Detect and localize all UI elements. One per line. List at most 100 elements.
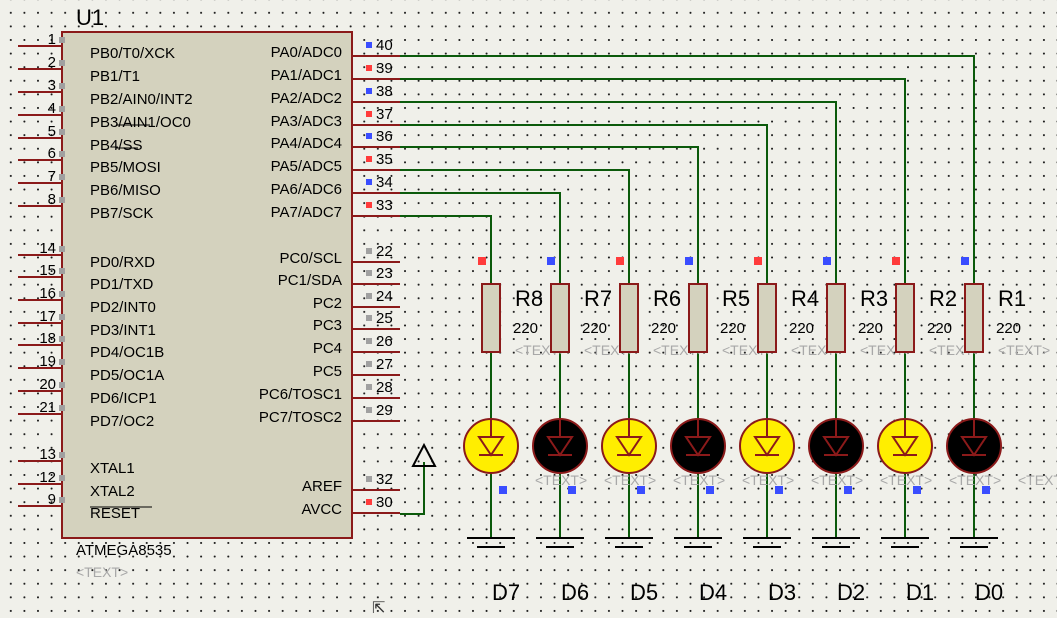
pin-number: 27 [376,356,393,373]
pin-state-indicator [366,315,372,321]
pin-state-indicator [366,42,372,48]
pin-name: PA5/ADC5 [271,158,342,175]
resistor-body[interactable] [964,283,984,353]
terminal-state-indicator [616,257,624,265]
pin-number: 35 [376,151,393,168]
resistor-body[interactable] [619,283,639,353]
pin-state-indicator [366,88,372,94]
mouse-cursor-icon: ⇱ [372,600,386,617]
bus-wire [400,215,492,284]
terminal-state-indicator [775,486,783,494]
led-ref: D6 [561,580,589,605]
avcc-wire [400,462,425,515]
pin-number: 8 [48,191,56,208]
resistor-body[interactable] [688,283,708,353]
pin-state-indicator [366,248,372,254]
pin-state-indicator [366,338,372,344]
pin-number: 33 [376,197,393,214]
pin-state-indicator [366,293,372,299]
pin-state-indicator [366,202,372,208]
pin-state-indicator [59,405,65,411]
resistor-body[interactable] [481,283,501,353]
microcontroller-u1[interactable]: U1ATMEGA8535<TEXT>1PB0/T0/XCK2PB1/T13PB2… [18,5,400,580]
pin-number: 26 [376,333,393,350]
pin-number: 7 [48,168,56,185]
pin-name: PA0/ADC0 [271,44,342,61]
resistor-value: 220 [858,320,883,337]
led-text-placeholder: <TEXT> [949,472,1001,488]
pin-state-indicator [366,111,372,117]
resistor-ref: R8 [515,286,543,311]
pin-name: PC7/TOSC2 [259,409,342,426]
pin-state-indicator [59,291,65,297]
chip-body[interactable] [61,31,353,539]
led-ref: D7 [492,580,520,605]
terminal-state-indicator [982,486,990,494]
pin-number: 20 [39,376,56,393]
pin-name: RESET [90,505,140,522]
terminal-state-indicator [478,257,486,265]
pin-name: PD0/RXD [90,254,155,271]
pin-state-indicator [59,268,65,274]
pin-state-indicator [59,174,65,180]
terminal-state-indicator [913,486,921,494]
led-array: R8220<TEXT>R7220<TEXT>R6220<TEXT>R5220<T… [411,257,1057,605]
resistor-ref: R7 [584,286,612,311]
led-ref: D2 [837,580,865,605]
pin-name: PC1/SDA [278,272,342,289]
chip-text-placeholder: <TEXT> [76,564,128,580]
pin-state-indicator [366,133,372,139]
pin-number: 14 [39,240,56,257]
pin-name: PB0/T0/XCK [90,45,175,62]
led-ref: D5 [630,580,658,605]
pin-name: PC6/TOSC1 [259,386,342,403]
pin-number: 4 [48,100,56,117]
resistor-body[interactable] [895,283,915,353]
pin-name: PD1/TXD [90,276,154,293]
terminal-state-indicator [844,486,852,494]
pin-number: 28 [376,379,393,396]
terminal-state-indicator [706,486,714,494]
terminal-state-indicator [961,257,969,265]
pin-number: 30 [376,494,393,511]
pin-name: PC2 [313,295,342,312]
pin-name: XTAL1 [90,460,135,477]
pin-name: PB2/AIN0/INT2 [90,91,193,108]
pin-name: PC0/SCL [279,250,342,267]
led-ref: D0 [975,580,1003,605]
pin-state-indicator [59,106,65,112]
pin-name: PD4/OC1B [90,344,164,361]
pin-name: PB4/SS [90,137,143,154]
bus-wire [400,101,837,284]
resistor-body[interactable] [550,283,570,353]
pin-number: 9 [48,491,56,508]
pin-name: PD5/OC1A [90,367,164,384]
resistor-body[interactable] [826,283,846,353]
pin-number: 16 [39,285,56,302]
pin-number: 23 [376,265,393,282]
pin-state-indicator [59,37,65,43]
resistor-body[interactable] [757,283,777,353]
pin-state-indicator [59,382,65,388]
chip-ref-label: U1 [76,5,104,30]
pin-number: 36 [376,128,393,145]
pin-number: 24 [376,288,393,305]
bus-wire [400,146,699,284]
pin-number: 19 [39,353,56,370]
pin-number: 39 [376,60,393,77]
led-ref: D4 [699,580,727,605]
pin-state-indicator [366,476,372,482]
pin-state-indicator [366,156,372,162]
led-text-placeholder: <TEXT> [535,472,587,488]
resistor-text-placeholder: <TEXT> [998,342,1050,358]
bus-wire [400,78,906,284]
resistor-value: 220 [927,320,952,337]
pin-state-indicator [59,452,65,458]
pin-number: 40 [376,37,393,54]
bus-wire [400,124,768,284]
pin-number: 1 [48,31,56,48]
pin-number: 29 [376,402,393,419]
resistor-value: 220 [651,320,676,337]
led-ref: D1 [906,580,934,605]
